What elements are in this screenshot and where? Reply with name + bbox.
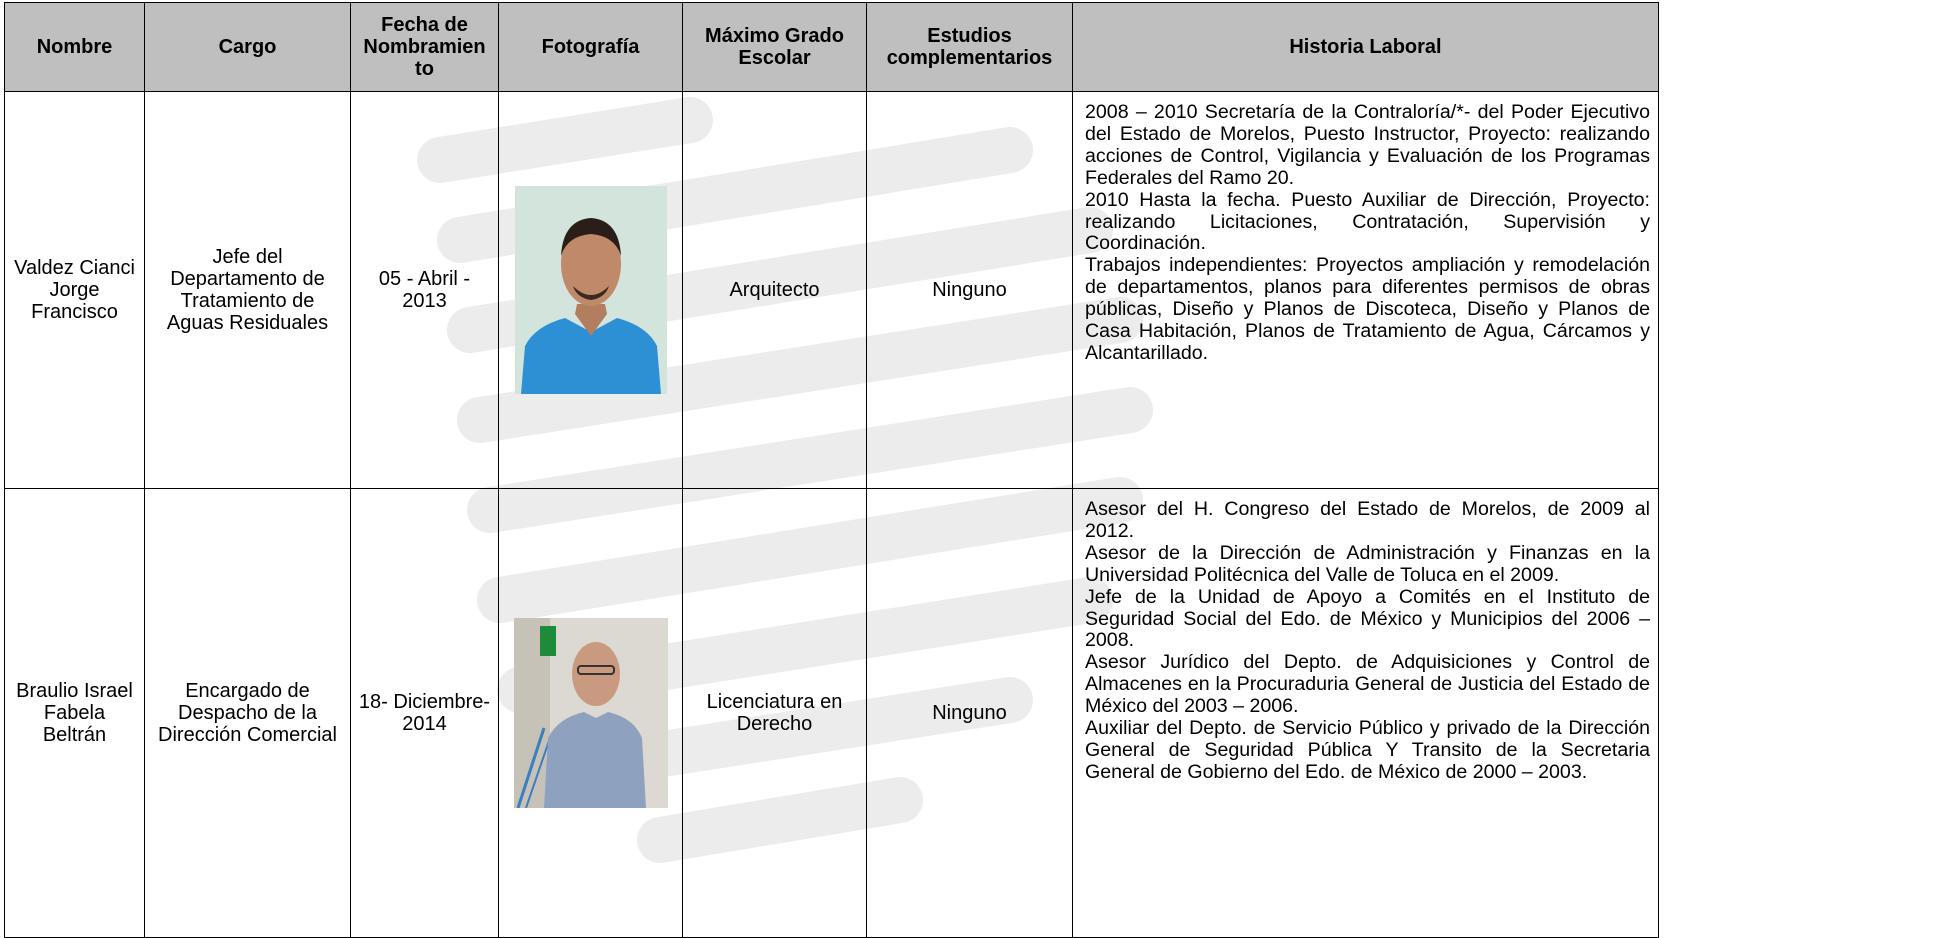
cell-grado: Licenciatura en Derecho: [682, 488, 867, 938]
cell-grado: Arquitecto: [682, 91, 867, 489]
historia-entry: 2008 – 2010 Secretaría de la Contraloría…: [1085, 101, 1650, 189]
header-grado: Máximo Grado Escolar: [682, 2, 867, 92]
historia-entry: Asesor del H. Congreso del Estado de Mor…: [1085, 498, 1650, 542]
cell-fecha: 05 - Abril - 2013: [350, 91, 499, 489]
table-row: Braulio Israel Fabela Beltrán Encargado …: [4, 488, 1659, 938]
historia-entry: 2010 Hasta la fecha. Puesto Auxiliar de …: [1085, 188, 1650, 255]
cell-nombre: Braulio Israel Fabela Beltrán: [4, 488, 145, 938]
header-historia: Historia Laboral: [1072, 2, 1659, 92]
cell-historia: Asesor del H. Congreso del Estado de Mor…: [1072, 488, 1659, 938]
personnel-table: Nombre Cargo Fecha de Nombramien to Foto…: [4, 2, 1659, 938]
cell-cargo: Jefe del Departamento de Tratamiento de …: [144, 91, 351, 489]
cell-fotografia: [498, 488, 683, 938]
cell-estudios: Ninguno: [866, 91, 1073, 489]
cell-nombre: Valdez Cianci Jorge Francisco: [4, 91, 145, 489]
historia-entry: Asesor de la Dirección de Administración…: [1085, 541, 1650, 586]
cell-fotografia: [498, 91, 683, 489]
historia-entry: Trabajos independientes: Proyectos ampli…: [1085, 254, 1650, 364]
cell-estudios: Ninguno: [866, 488, 1073, 938]
header-estudios: Estudios complementarios: [866, 2, 1073, 92]
historia-entry: Asesor Jurídico del Depto. de Adquisicio…: [1085, 651, 1650, 718]
header-cargo: Cargo: [144, 2, 351, 92]
cell-historia: 2008 – 2010 Secretaría de la Contraloría…: [1072, 91, 1659, 489]
header-fotografia: Fotografía: [498, 2, 683, 92]
photo-portrait: [513, 618, 668, 808]
table-row: Valdez Cianci Jorge Francisco Jefe del D…: [4, 91, 1659, 489]
cell-cargo: Encargado de Despacho de la Dirección Co…: [144, 488, 351, 938]
historia-entry: Jefe de la Unidad de Apoyo a Comités en …: [1085, 585, 1650, 652]
header-nombre: Nombre: [4, 2, 145, 92]
header-row: Nombre Cargo Fecha de Nombramien to Foto…: [4, 2, 1659, 92]
historia-entry: Auxiliar del Depto. de Servicio Público …: [1085, 717, 1650, 783]
photo-portrait: [514, 186, 667, 394]
cell-fecha: 18- Diciembre- 2014: [350, 488, 499, 938]
header-fecha: Fecha de Nombramien to: [350, 2, 499, 92]
